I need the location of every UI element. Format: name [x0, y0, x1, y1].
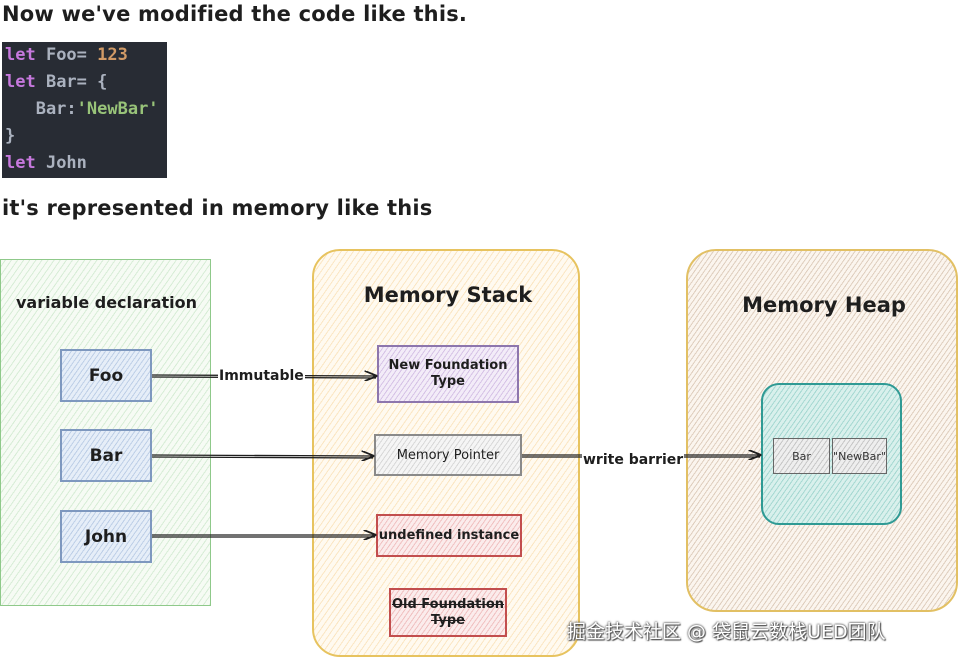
code-line-5: let John — [5, 150, 87, 177]
code-line-1: let Foo= 123 — [5, 42, 128, 69]
variable-foo: Foo — [60, 349, 152, 402]
memory-heap-region: Memory Heap — [686, 249, 958, 612]
code-property: Bar: — [5, 99, 77, 119]
variable-john: John — [60, 510, 152, 563]
code-string: 'NewBar' — [76, 99, 159, 119]
code-keyword: let — [5, 153, 36, 173]
memory-pointer-box: Memory Pointer — [374, 434, 522, 476]
code-keyword: let — [5, 45, 36, 65]
code-identifier: Foo — [35, 45, 77, 65]
code-operator: = — [76, 45, 98, 65]
immutable-edge-label: Immutable — [218, 368, 305, 384]
variable-declaration-title: variable declaration — [15, 293, 198, 312]
watermark: 掘金技术社区 @ 袋鼠云数栈UED团队 — [567, 621, 886, 643]
code-line-3: Bar:'NewBar' — [5, 96, 159, 123]
heap-object-value: "NewBar" — [832, 438, 887, 474]
code-line-2: let Bar= { — [5, 69, 107, 96]
write-barrier-edge-label: write barrier — [582, 452, 685, 468]
undefined-instance-box: undefined instance — [376, 514, 522, 557]
code-operator: = { — [76, 72, 108, 92]
intro-heading: Now we've modified the code like this. — [2, 2, 468, 26]
code-keyword: let — [5, 72, 36, 92]
code-identifier: Bar — [35, 72, 77, 92]
old-foundation-type-box: Old Foundation Type — [389, 588, 507, 637]
variable-bar: Bar — [60, 429, 152, 482]
code-brace: } — [5, 126, 16, 146]
memory-heading: it's represented in memory like this — [2, 196, 433, 220]
memory-heap-title: Memory Heap — [742, 293, 906, 317]
code-block: let Foo= 123 let Bar= { Bar:'NewBar' } l… — [2, 42, 167, 178]
heap-object-key: Bar — [773, 438, 830, 474]
code-identifier: John — [35, 153, 87, 173]
new-foundation-type-box: New Foundation Type — [377, 345, 519, 403]
memory-stack-title: Memory Stack — [363, 283, 533, 307]
code-number: 123 — [97, 45, 128, 65]
code-line-4: } — [5, 123, 15, 150]
